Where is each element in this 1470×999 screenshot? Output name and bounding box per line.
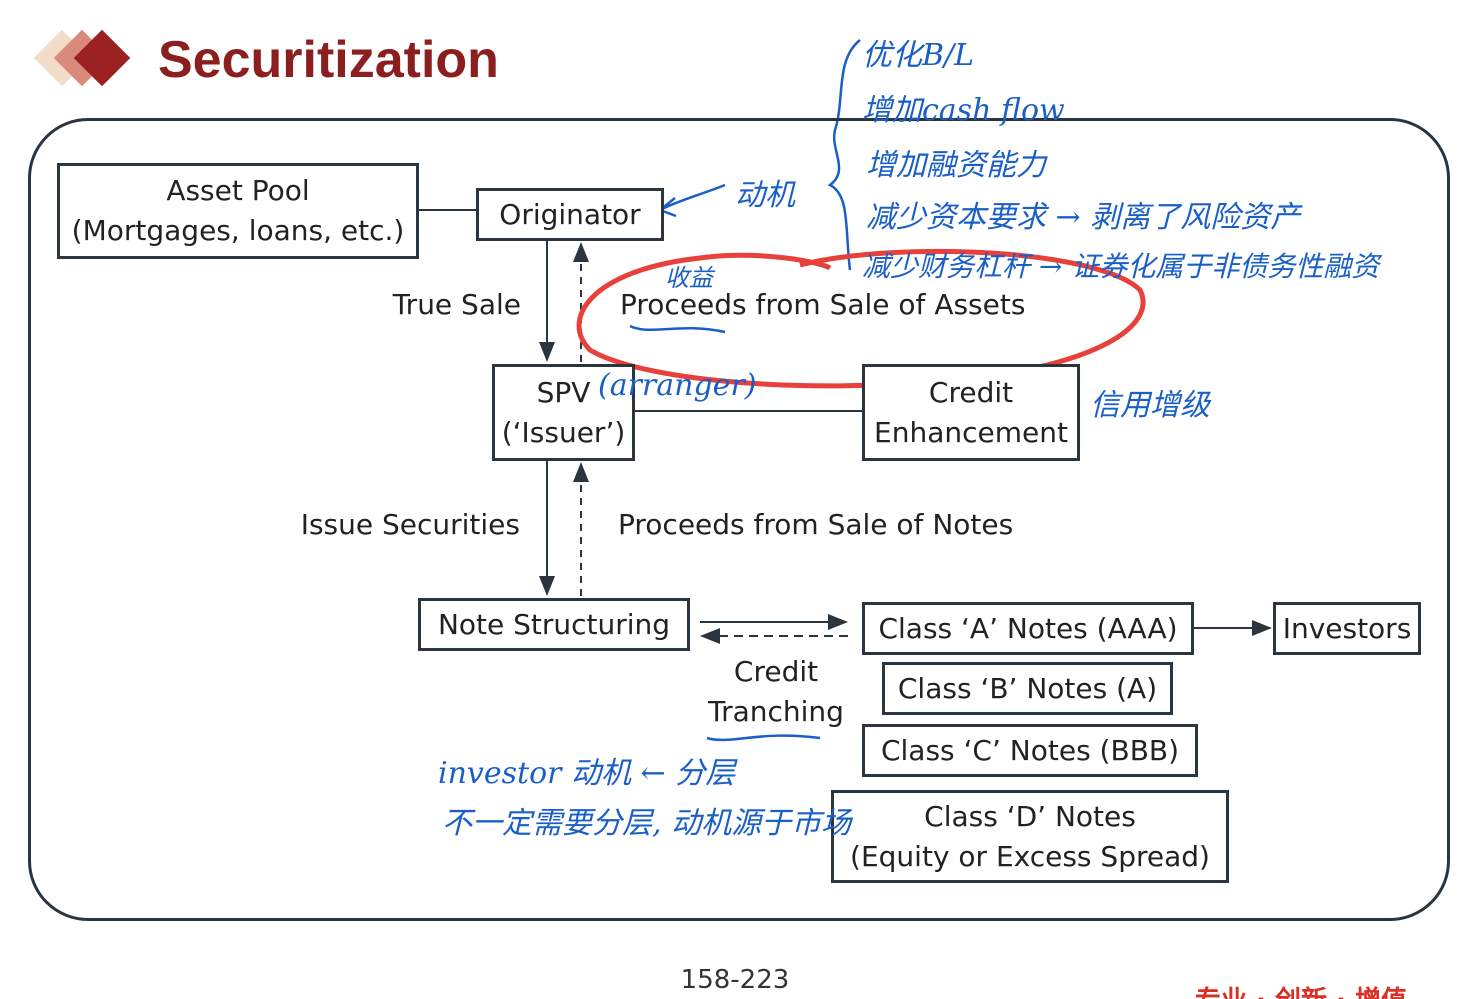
note-structuring-box: Note Structuring xyxy=(418,598,690,651)
page-title: Securitization xyxy=(158,31,499,89)
page-number: 158-223 xyxy=(680,965,790,995)
spv-sub: (‘Issuer’) xyxy=(501,415,626,449)
credit-enhancement-box: Credit Enhancement xyxy=(862,364,1080,461)
proceeds-note: 收益 xyxy=(665,264,713,292)
spv-label: SPV xyxy=(536,375,591,409)
credit-tranching-line2: Tranching xyxy=(708,695,844,728)
arranger-note: (arranger) xyxy=(598,368,757,403)
motive-3: 增加融资能力 xyxy=(866,148,1046,183)
credit-tranching-line1: Credit xyxy=(733,655,819,688)
motive-4: 减少资本要求 → 剥离了风险资产 xyxy=(866,200,1301,235)
red-circle xyxy=(576,248,1146,389)
class-c-box: Class ‘C’ Notes (BBB) xyxy=(862,724,1198,777)
motive-label: 动机 xyxy=(735,178,795,213)
class-d-sub: (Equity or Excess Spread) xyxy=(850,839,1210,873)
asset-pool-sub: (Mortgages, loans, etc.) xyxy=(71,214,405,247)
motive-2: 增加cash flow xyxy=(862,93,1065,128)
credit-tranching-label: Credit Tranching xyxy=(700,652,852,732)
asset-pool-box: Asset Pool (Mortgages, loans, etc.) xyxy=(57,163,419,259)
issue-securities-label: Issue Securities xyxy=(300,508,520,541)
class-b-box: Class ‘B’ Notes (A) xyxy=(882,662,1173,715)
diagram-frame xyxy=(28,118,1450,921)
asset-pool-label: Asset Pool xyxy=(166,174,310,207)
logo-diamonds xyxy=(33,29,131,87)
class-d-box: Class ‘D’ Notes (Equity or Excess Spread… xyxy=(831,790,1229,883)
spv-box: SPV (‘Issuer’) xyxy=(492,364,635,461)
proceeds-assets-label: Proceeds from Sale of Assets xyxy=(620,288,1026,321)
true-sale-label: True Sale xyxy=(392,288,521,321)
proceeds-notes-label: Proceeds from Sale of Notes xyxy=(618,508,1014,541)
class-d-label: Class ‘D’ Notes xyxy=(924,799,1136,833)
tranche-note-1: investor 动机 ← 分层 xyxy=(438,756,736,791)
class-a-box: Class ‘A’ Notes (AAA) xyxy=(862,602,1194,655)
investors-box: Investors xyxy=(1273,602,1421,655)
originator-box: Originator xyxy=(476,188,664,241)
credit-enhancement-line1: Credit xyxy=(928,375,1014,409)
tranche-note-2: 不一定需要分层, 动机源于市场 xyxy=(442,806,852,841)
credit-enhancement-line2: Enhancement xyxy=(874,415,1068,449)
motive-1: 优化B/L xyxy=(862,38,975,73)
footer-slogan: 专业 · 创新 · 增值 xyxy=(1195,980,1407,999)
credit-enhancement-note: 信用增级 xyxy=(1090,388,1210,423)
motive-5: 减少财务杠杆 → 证券化属于非债务性融资 xyxy=(862,250,1380,283)
